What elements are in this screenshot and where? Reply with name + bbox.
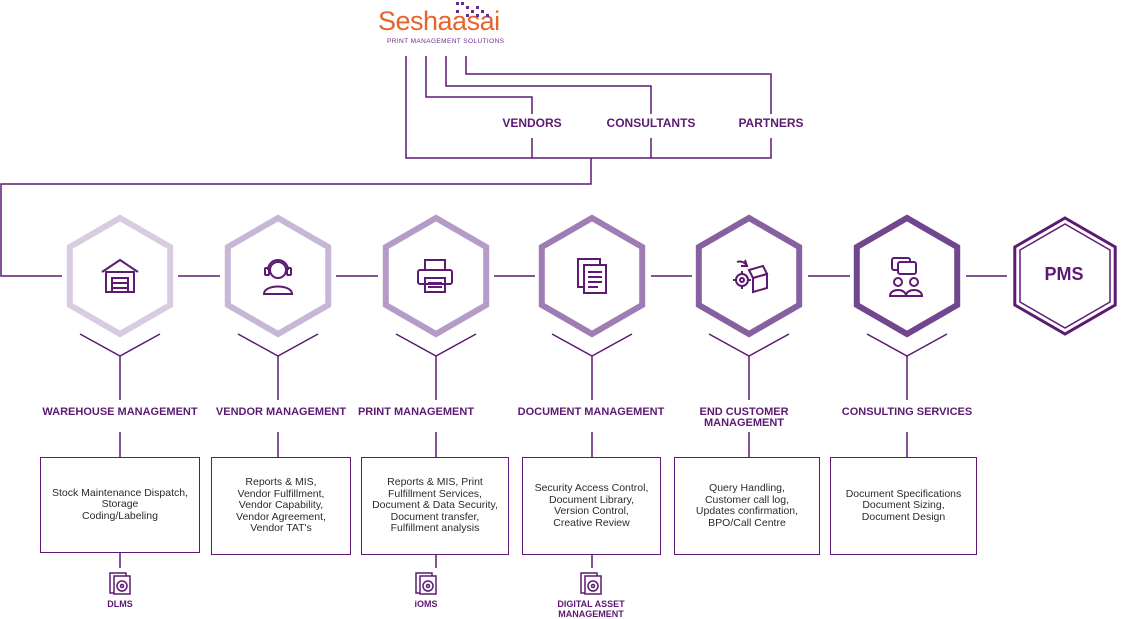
hexagon-inner-border	[392, 225, 480, 327]
pms-hexagon	[1013, 216, 1117, 336]
consulting-icon	[888, 257, 924, 297]
category-hexagon	[382, 214, 490, 338]
disc-folder-icon	[580, 572, 602, 595]
hexagon-inner-border	[548, 225, 636, 327]
category-hexagon	[695, 214, 803, 338]
logo-pixel-icon	[456, 2, 489, 17]
details-box-print: Reports & MIS, Print Fulfillment Service…	[361, 457, 509, 555]
category-title-document: DOCUMENT MANAGEMENT	[517, 406, 665, 418]
tool-label-dlms: DLMS	[107, 599, 133, 609]
tool-label-dam: DIGITAL ASSET MANAGEMENT	[557, 599, 625, 619]
warehouse-icon	[101, 258, 139, 293]
hexagon-inner-border	[1019, 223, 1111, 329]
category-title-consulting: CONSULTING SERVICES	[841, 406, 973, 418]
details-box-consulting: Document Specifications Document Sizing,…	[830, 457, 977, 555]
category-hexagon	[853, 214, 961, 338]
documents-icon	[577, 258, 607, 294]
category-title-vendor: VENDOR MANAGEMENT	[215, 406, 347, 418]
logo-name: Seshaasai	[378, 6, 500, 36]
hexagon-inner-border	[863, 225, 951, 327]
consultants-label: CONSULTANTS	[606, 116, 696, 130]
pms-label: PMS	[1044, 264, 1084, 284]
partners-label: PARTNERS	[738, 116, 804, 130]
tool-label-ioms: iOMS	[414, 599, 438, 609]
category-hexagon	[224, 214, 332, 338]
disc-folder-icon	[109, 572, 131, 595]
details-box-document: Security Access Control, Document Librar…	[522, 457, 661, 555]
category-title-print: PRINT MANAGEMENT	[357, 406, 475, 418]
headset-icon	[262, 259, 294, 295]
category-title-end-customer: END CUSTOMER MANAGEMENT	[699, 406, 789, 429]
disc-folder-icon	[415, 572, 437, 595]
gear-box-icon	[733, 259, 769, 294]
details-box-end-customer: Query Handling, Customer call log, Updat…	[674, 457, 820, 555]
top-connectors	[0, 56, 772, 277]
logo-tagline: PRINT MANAGEMENT SOLUTIONS	[387, 38, 505, 45]
vendors-label: VENDORS	[502, 116, 562, 130]
details-box-vendor: Reports & MIS, Vendor Fulfillment, Vendo…	[211, 457, 351, 555]
hexagon-inner-border	[705, 225, 793, 327]
hexagon-inner-border	[76, 225, 164, 327]
category-hexagon	[66, 214, 174, 338]
details-box-warehouse: Stock Maintenance Dispatch, Storage Codi…	[40, 457, 200, 553]
category-title-warehouse: WAREHOUSE MANAGEMENT	[42, 406, 198, 418]
printer-icon	[417, 259, 453, 293]
hexagon-inner-border	[234, 225, 322, 327]
